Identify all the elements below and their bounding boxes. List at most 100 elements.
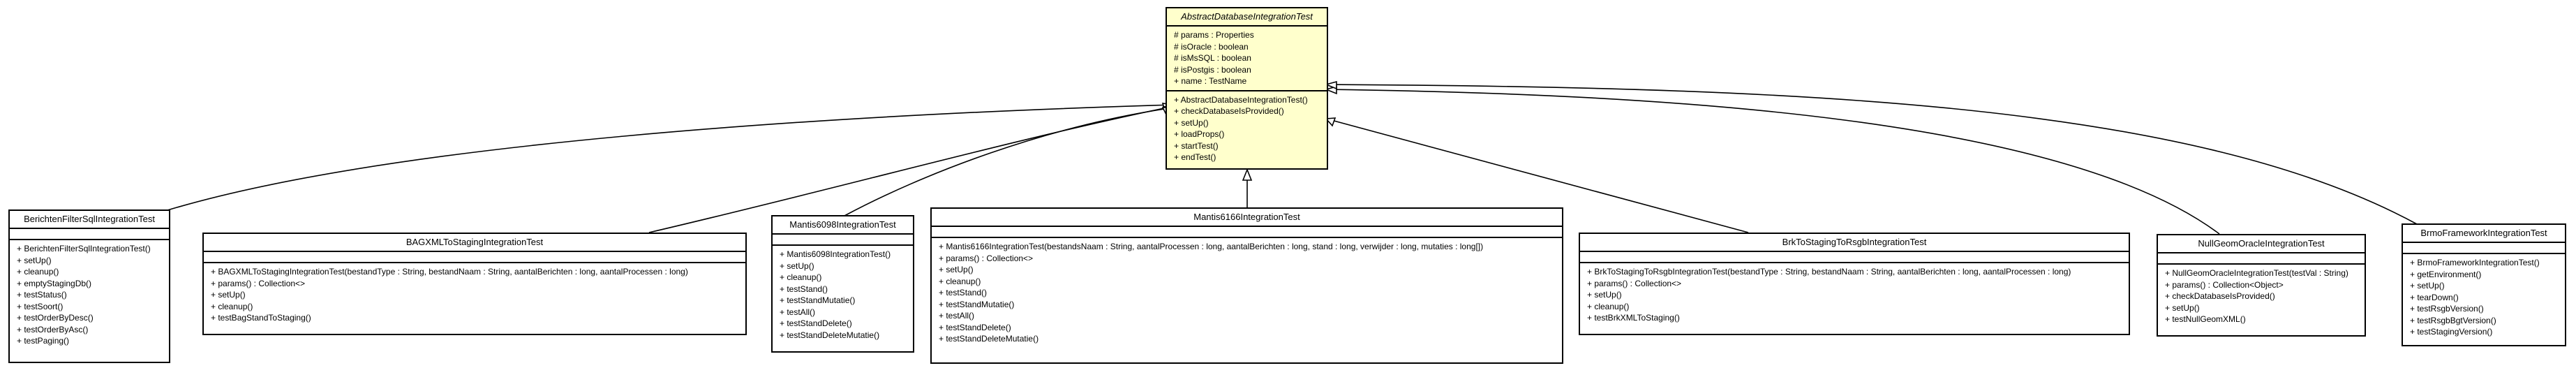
class-brmo-framework-integration-test[interactable]: BrmoFrameworkIntegrationTest + BrmoFrame… — [2402, 223, 2566, 346]
class-name: BrmoFrameworkIntegrationTest — [2403, 225, 2565, 243]
edge-bagxml — [648, 105, 1175, 233]
operation: + testStandDeleteMutatie() — [939, 334, 1039, 344]
operation: + setUp() — [2410, 281, 2445, 290]
edge-berichtenfilter — [167, 104, 1175, 211]
operation: + params() : Collection<> — [211, 278, 306, 288]
class-mantis6098-integration-test[interactable]: Mantis6098IntegrationTest + Mantis6098In… — [771, 215, 914, 353]
operation: + testStandMutatie() — [939, 299, 1015, 309]
operation: + testAll() — [780, 307, 816, 317]
operation: + getEnvironment() — [2410, 269, 2482, 279]
class-name: BerichtenFilterSqlIntegrationTest — [10, 211, 169, 229]
class-abstract-database-integration-test[interactable]: AbstractDatabaseIntegrationTest # params… — [1166, 7, 1328, 170]
operation: + params() : Collection<> — [939, 253, 1034, 263]
operation: + setUp() — [211, 290, 246, 300]
operation: + Mantis6166IntegrationTest(bestandsNaam… — [939, 242, 1484, 251]
operation: + BerichtenFilterSqlIntegrationTest() — [17, 244, 151, 253]
operation: + params() : Collection<> — [1587, 278, 1682, 288]
operation: + testStand() — [780, 284, 828, 294]
class-name: AbstractDatabaseIntegrationTest — [1167, 8, 1327, 27]
operation: + BAGXMLToStagingIntegrationTest(bestand… — [211, 267, 688, 277]
operation: + testAll() — [939, 311, 975, 321]
operation: + setUp() — [17, 255, 52, 265]
operation: + testNullGeomXML() — [2165, 314, 2246, 324]
operations-section: + Mantis6166IntegrationTest(bestandsNaam… — [932, 238, 1562, 348]
operation: + NullGeomOracleIntegrationTest(testVal … — [2165, 268, 2348, 278]
operation: + cleanup() — [780, 272, 822, 282]
operation: + params() : Collection<Object> — [2165, 279, 2284, 290]
class-mantis6166-integration-test[interactable]: Mantis6166IntegrationTest + Mantis6166In… — [930, 207, 1563, 364]
attribute: # isMsSQL : boolean — [1174, 53, 1251, 63]
attribute: # params : Properties — [1174, 30, 1254, 40]
class-name: Mantis6166IntegrationTest — [932, 209, 1562, 227]
operation: + cleanup() — [17, 267, 59, 277]
operation: + checkDatabaseIsProvided() — [1174, 106, 1284, 116]
operation: + testStandDeleteMutatie() — [780, 330, 880, 340]
operation: + cleanup() — [211, 301, 253, 311]
operation: + startTest() — [1174, 140, 1219, 151]
operation: + cleanup() — [939, 276, 981, 286]
attributes-section — [773, 235, 913, 246]
operation: + testOrderByAsc() — [17, 324, 89, 334]
operations-section: + BAGXMLToStagingIntegrationTest(bestand… — [204, 263, 745, 327]
operation: + setUp() — [939, 265, 974, 274]
attributes-section: # params : Properties # isOracle : boole… — [1167, 27, 1327, 91]
attributes-section — [2403, 243, 2565, 254]
attributes-section — [1580, 252, 2129, 263]
class-brk-to-staging-to-rsgb-integration-test[interactable]: BrkToStagingToRsgbIntegrationTest + BrkT… — [1579, 233, 2130, 335]
attribute: # isPostgis : boolean — [1174, 64, 1251, 75]
operations-section: + BerichtenFilterSqlIntegrationTest() + … — [10, 240, 169, 350]
operation: + setUp() — [1587, 290, 1622, 300]
class-bagxml-to-staging-integration-test[interactable]: BAGXMLToStagingIntegrationTest + BAGXMLT… — [202, 233, 747, 335]
operation: + endTest() — [1174, 152, 1216, 162]
operations-section: + Mantis6098IntegrationTest() + setUp() … — [773, 246, 913, 344]
edge-nullgeom — [1325, 89, 2220, 235]
class-nullgeom-oracle-integration-test[interactable]: NullGeomOracleIntegrationTest + NullGeom… — [2157, 234, 2366, 337]
operation: + testOrderByDesc() — [17, 313, 94, 323]
operation: + setUp() — [2165, 302, 2200, 313]
operation: + testStandDelete() — [780, 318, 852, 328]
attributes-section — [204, 252, 745, 263]
operation: + testSoort() — [17, 301, 64, 311]
class-name: BrkToStagingToRsgbIntegrationTest — [1580, 234, 2129, 252]
class-name: BAGXMLToStagingIntegrationTest — [204, 234, 745, 252]
operations-section: + BrmoFrameworkIntegrationTest() + getEn… — [2403, 254, 2565, 341]
inheritance-arrowhead — [1324, 85, 1337, 95]
operation: + checkDatabaseIsProvided() — [2165, 291, 2275, 301]
operation: + emptyStagingDb() — [17, 278, 92, 288]
operation: + testStandMutatie() — [780, 295, 856, 305]
operation: + testStandDelete() — [939, 322, 1011, 332]
edge-brk — [1325, 118, 1749, 233]
operation: + testRsgbBgtVersion() — [2410, 315, 2496, 325]
operation: + AbstractDatabaseIntegrationTest() — [1174, 94, 1308, 105]
operation: + testBrkXMLToStaging() — [1587, 313, 1680, 323]
operations-section: + NullGeomOracleIntegrationTest(testVal … — [2158, 265, 2365, 328]
operation: + setUp() — [1174, 117, 1209, 128]
operations-section: + AbstractDatabaseIntegrationTest() + ch… — [1167, 91, 1327, 166]
operation: + BrkToStagingToRsgbIntegrationTest(best… — [1587, 267, 2071, 277]
operation: + testRsgbVersion() — [2410, 304, 2484, 314]
edge-mantis6098 — [844, 107, 1175, 216]
operation: + testStand() — [939, 288, 988, 297]
operation: + testStagingVersion() — [2410, 327, 2493, 337]
operations-section: + BrkToStagingToRsgbIntegrationTest(best… — [1580, 263, 2129, 327]
operation: + Mantis6098IntegrationTest() — [780, 249, 891, 259]
inheritance-arrowhead — [1325, 117, 1337, 127]
attribute: + name : TestName — [1174, 76, 1247, 86]
inheritance-arrowhead — [1242, 168, 1253, 181]
operation: + loadProps() — [1174, 129, 1225, 139]
edge-brmo — [1325, 84, 2419, 226]
operation: + testStatus() — [17, 290, 67, 300]
class-berichtenfilter-sql-integration-test[interactable]: BerichtenFilterSqlIntegrationTest + Beri… — [8, 209, 170, 363]
class-name: Mantis6098IntegrationTest — [773, 216, 913, 235]
operation: + cleanup() — [1587, 301, 1630, 311]
inheritance-arrowhead — [1324, 80, 1337, 90]
attribute: # isOracle : boolean — [1174, 41, 1249, 52]
operation: + tearDown() — [2410, 292, 2459, 302]
operation: + testPaging() — [17, 336, 70, 346]
attributes-section — [10, 229, 169, 240]
attributes-section — [2158, 253, 2365, 265]
operation: + setUp() — [780, 260, 814, 271]
operation: + testBagStandToStaging() — [211, 313, 311, 323]
class-name: NullGeomOracleIntegrationTest — [2158, 235, 2365, 253]
operation: + BrmoFrameworkIntegrationTest() — [2410, 258, 2540, 267]
